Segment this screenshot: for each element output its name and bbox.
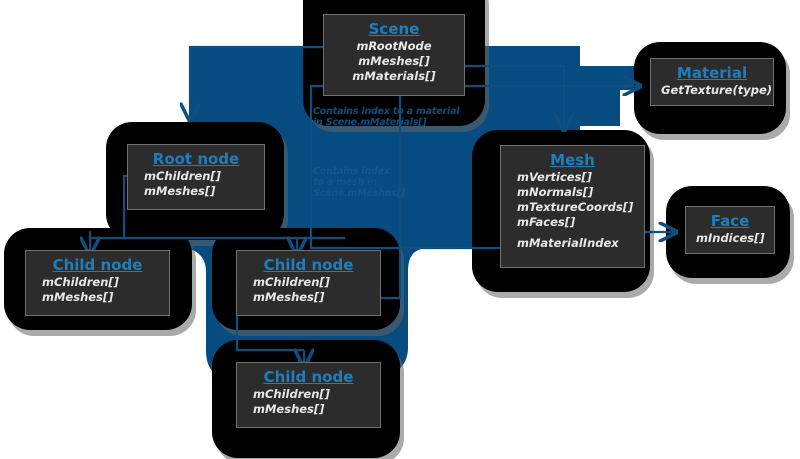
annotation-material-index-note: Contains index to a material in Scene.mM… [313,106,460,128]
node-mesh-title: Mesh [550,151,595,169]
node-child-node-1[interactable]: Child node mChildren[] mMeshes[] [25,250,170,316]
node-scene-title: Scene [368,20,420,38]
node-child-node-3-field-0: mChildren[] [253,387,330,401]
node-child-node-1-field-0: mChildren[] [42,275,119,289]
node-face[interactable]: Face mIndices[] [685,206,775,254]
node-face-title: Face [710,212,750,230]
node-scene-field-0: mRootNode [356,39,432,53]
node-child-node-3-field-1: mMeshes[] [253,402,325,416]
node-material-field-0: GetTexture(type) [661,83,773,97]
node-mesh-field-4: mMaterialIndex [517,236,619,250]
node-child-node-1-title: Child node [52,256,143,274]
node-mesh[interactable]: Mesh mVertices[] mNormals[] mTextureCoor… [500,145,645,268]
node-material[interactable]: Material GetTexture(type) [650,58,774,106]
node-mesh-field-0: mVertices[] [517,170,592,184]
node-root-node-title: Root node [152,150,240,168]
node-root-node-field-1: mMeshes[] [144,184,216,198]
node-mesh-field-3: mFaces[] [517,215,576,229]
node-child-node-2-field-1: mMeshes[] [253,290,325,304]
node-scene[interactable]: Scene mRootNode mMeshes[] mMaterials[] [323,14,465,96]
node-face-field-0: mIndices[] [696,231,765,245]
node-child-node-2[interactable]: Child node mChildren[] mMeshes[] [236,250,381,316]
node-mesh-field-2: mTextureCoords[] [517,200,634,214]
node-root-node-field-0: mChildren[] [144,169,221,183]
node-child-node-3[interactable]: Child node mChildren[] mMeshes[] [236,362,381,428]
node-child-node-3-title: Child node [263,368,354,386]
annotation-mesh-index-note: Contains index to a mesh in Scene.mMeshe… [313,166,405,199]
node-mesh-field-1: mNormals[] [517,185,594,199]
node-material-title: Material [676,64,748,82]
node-child-node-2-field-0: mChildren[] [253,275,330,289]
node-root-node[interactable]: Root node mChildren[] mMeshes[] [127,144,265,210]
node-scene-field-2: mMaterials[] [352,69,436,83]
node-scene-field-1: mMeshes[] [358,54,430,68]
node-child-node-1-field-1: mMeshes[] [42,290,114,304]
node-child-node-2-title: Child node [263,256,354,274]
